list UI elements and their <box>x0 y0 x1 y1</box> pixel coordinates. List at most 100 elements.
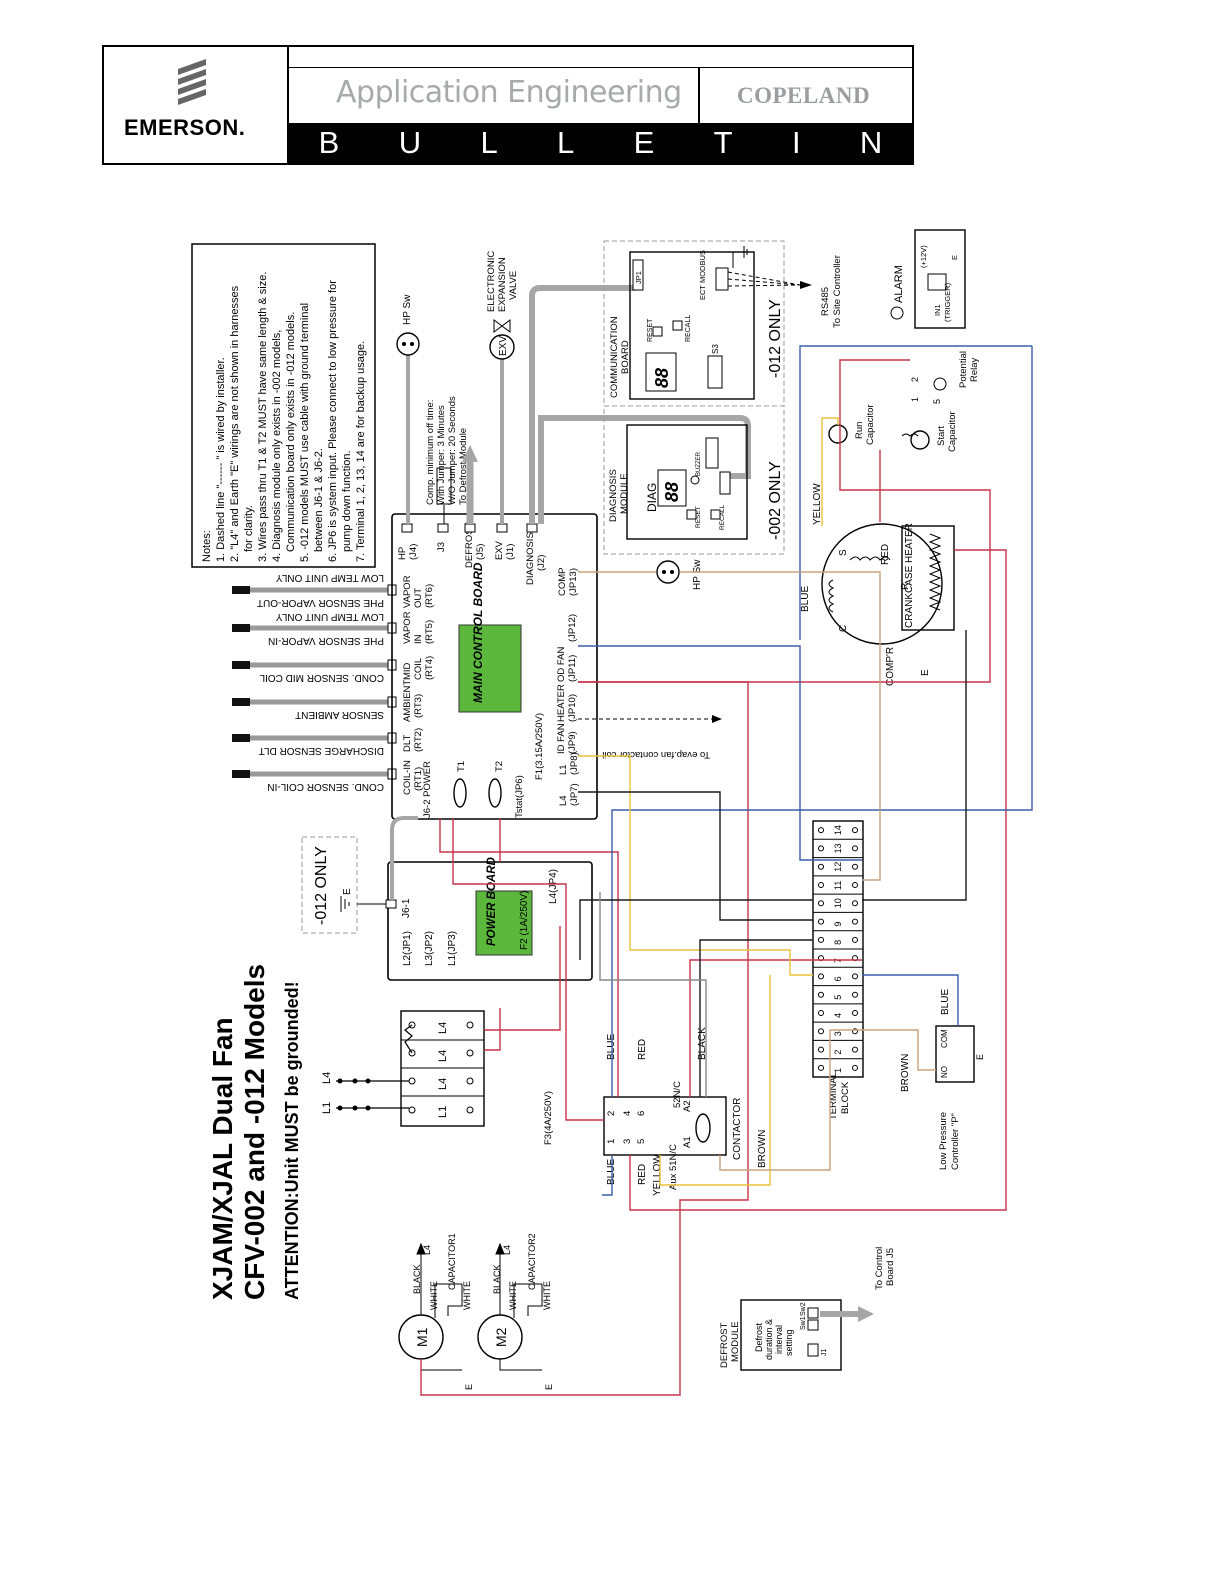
input-wires <box>336 1024 413 1109</box>
terminal-screw <box>818 882 824 888</box>
terminal-block-name: TERMINAL BLOCK <box>828 1072 851 1120</box>
terminal-screw <box>818 845 824 852</box>
alarm-box <box>914 229 966 329</box>
sw2-switch[interactable] <box>807 1307 819 1319</box>
connector-label: MID <box>402 662 413 680</box>
connector-label: (JP10) <box>567 694 578 722</box>
note-line: 1. Dashed line "------ " is wired by ins… <box>215 357 227 562</box>
run-cap-line: Run <box>854 422 865 439</box>
aux-label: Aux 51N/C <box>668 1144 679 1190</box>
bulletin-letter: L <box>557 125 575 160</box>
defrost-name-line: DEFROST <box>719 1322 730 1368</box>
rs485-line: To Site Controller <box>832 255 843 328</box>
comm-board-name-line: BOARD <box>620 340 631 374</box>
diag-region <box>603 405 785 555</box>
only-012-box <box>301 836 358 934</box>
sensor-label: PHE SENSOR VAPOR-OUT <box>257 597 384 608</box>
connector-label: OUT <box>413 588 424 608</box>
terminal-separators <box>401 1039 484 1097</box>
motor-wire-label: WHITE <box>462 1281 472 1310</box>
to-control-line: To Control <box>874 1247 885 1290</box>
terminal-screw <box>852 863 858 870</box>
t2-label: T2 <box>494 761 505 772</box>
main-board-right-connectors: COMP (JP13) (JP12) OD FAN (JP11) HEATER … <box>456 568 580 819</box>
pin-label: 2 <box>606 1111 617 1116</box>
contactor-pin-labels: 1 2 3 4 5 6 <box>606 1111 647 1144</box>
evap-fan-label: To evap.fan contactor coil <box>602 749 710 760</box>
motor-e-label: E <box>464 1384 474 1390</box>
run-cap-line: Capacitor <box>865 404 876 445</box>
note-line: 5. -012 models MUST use cable with groun… <box>299 303 311 562</box>
power-board-label: POWER BOARD <box>486 857 498 946</box>
motor-cap-label: CAPACITOR1 <box>447 1233 457 1290</box>
dip-switch-s3[interactable] <box>707 355 723 389</box>
l2-label: L2(JP1) <box>402 931 413 966</box>
comm-display <box>645 352 677 392</box>
connector-label: (RT1) <box>413 767 424 791</box>
terminal-screw <box>852 900 858 907</box>
lp-brown-label: BROWN <box>900 1054 911 1092</box>
power-cable <box>390 816 418 900</box>
top-connector-pins <box>401 523 538 533</box>
sw1-switch[interactable] <box>807 1319 819 1331</box>
sensor-labels: LOW TEMP UNIT ONLY PHE SENSOR VAPOR-OUT … <box>257 572 384 792</box>
diag-reset-button[interactable] <box>686 509 697 520</box>
defrost-j1-connector <box>807 1343 819 1357</box>
terminal-screw <box>818 1010 824 1016</box>
recall-button[interactable] <box>672 320 683 331</box>
j61-label: J6-1 <box>401 898 412 918</box>
arrow-right-icon <box>858 1306 874 1322</box>
ground-icon <box>743 246 748 258</box>
sensor-label: LOW TEMP UNIT ONLY <box>276 611 384 622</box>
terminal-block-name-line: TERMINAL <box>828 1072 839 1120</box>
connector-label: HEATER <box>556 684 567 722</box>
relay-pins: 2 1 5 <box>910 377 942 404</box>
compressor-motor <box>821 523 943 645</box>
terminal-label: L1 <box>437 1106 449 1118</box>
terminal-screw <box>852 1010 858 1016</box>
diag-label: DIAG <box>645 483 659 512</box>
pin-label: 4 <box>622 1111 633 1116</box>
diagnosis-cable <box>529 285 751 524</box>
power-board-labels: J6-1 L2(JP1) L3(JP2) L1(JP3) L4(JP4) F2 … <box>401 869 559 966</box>
alarm-e-label: E <box>950 255 959 260</box>
reset-button[interactable] <box>652 326 663 337</box>
sensor-label: COND. SENSOR MID COIL <box>259 672 384 683</box>
bulletin-word: B U L L E T I N <box>289 125 912 161</box>
l3-label: L3(JP2) <box>424 931 435 966</box>
comm-board-name: COMMUNICATION BOARD <box>609 316 631 398</box>
arrow-right-icon <box>712 715 722 723</box>
to-control-board-label: To Control Board J5 <box>874 1247 896 1290</box>
connector-label: (JP8) <box>569 752 580 775</box>
terminal-screw <box>818 1046 824 1053</box>
defrost-desc: Defrost duration & interval setting <box>754 1319 794 1360</box>
connector-label: J3 <box>436 542 447 552</box>
comm-board-region <box>603 240 785 407</box>
defrost-desc-line: setting <box>784 1329 794 1356</box>
terminal-label: L4 <box>437 1022 449 1034</box>
jp1-connector <box>632 259 644 291</box>
diag-recall-button[interactable] <box>710 509 721 520</box>
pin-label: 1 <box>606 1139 617 1144</box>
connector-label: VAPOR <box>402 575 413 608</box>
terminal-screw <box>818 827 824 834</box>
bulletin-letter: T <box>713 125 733 160</box>
l4-jp4-label: L4(JP4) <box>548 869 559 904</box>
connector-label: (RT3) <box>413 694 424 718</box>
j61-connector <box>385 899 397 909</box>
exv-name-line: ELECTRONIC <box>486 251 497 312</box>
terminal-screw <box>852 845 858 852</box>
diag-name-line: MODULE <box>619 473 630 514</box>
low-pressure-controller <box>935 1025 975 1083</box>
terminal-label: L4 <box>437 1078 449 1090</box>
connector-label: (J1) <box>505 544 516 560</box>
resistor-icon <box>901 433 919 437</box>
emerson-logo-icon <box>178 59 206 105</box>
modbus-connector <box>715 267 729 291</box>
diag-display <box>657 469 687 507</box>
hp-switch-2-icon <box>656 560 680 584</box>
comp-note-line: Comp. minimum off time: <box>425 400 436 505</box>
emerson-logo-cell: EMERSON. <box>104 47 289 163</box>
bulletin-bar <box>289 123 912 163</box>
relay-coil-icon <box>933 377 947 391</box>
